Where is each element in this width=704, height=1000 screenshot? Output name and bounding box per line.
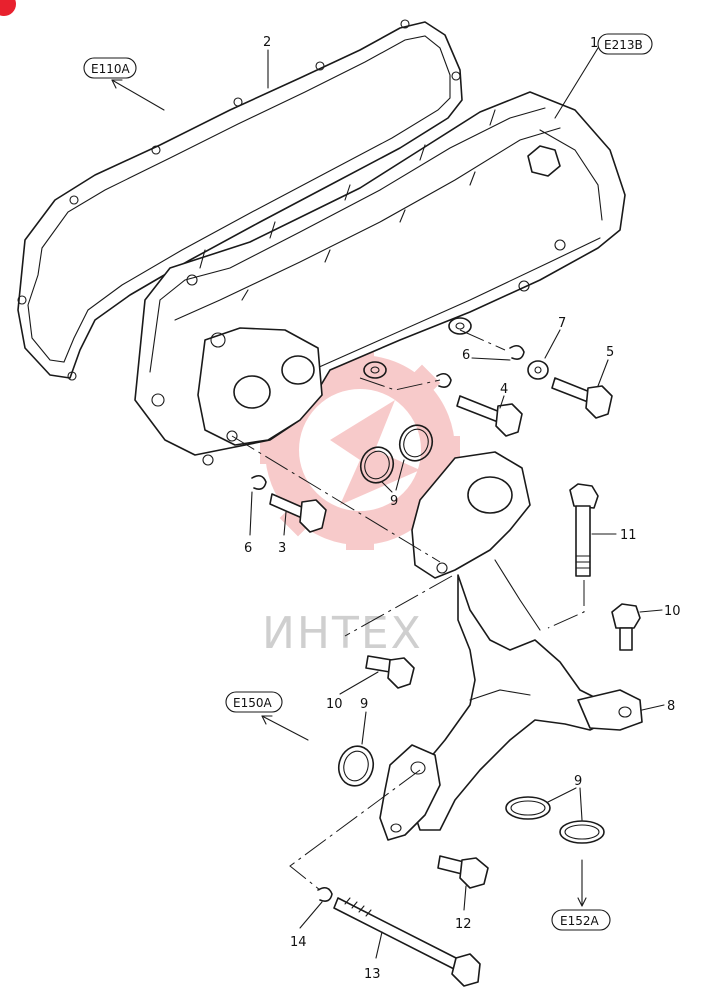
bolt-4 [456, 395, 523, 437]
leader-12 [463, 885, 467, 911]
leader-1 [554, 47, 599, 119]
callout-6b: 6 [244, 541, 252, 556]
gasket-ring-9e [559, 820, 605, 844]
leader-6a [471, 357, 511, 361]
reference-e110a-label: E110A [91, 62, 130, 76]
callout-10b: 10 [326, 697, 343, 712]
leader-8 [641, 704, 665, 711]
callout-14: 14 [290, 935, 307, 950]
leader-9b [361, 711, 367, 745]
callout-10a: 10 [664, 604, 681, 619]
leader-10a [639, 609, 663, 613]
callout-2: 2 [263, 35, 271, 50]
bolt-12 [437, 855, 489, 889]
callout-4: 4 [500, 382, 508, 397]
bolt-11 [569, 483, 599, 577]
watermark-gear-logo [260, 350, 460, 550]
leader-5 [597, 359, 609, 387]
centerline-plug-10 [344, 575, 453, 637]
callout-5: 5 [606, 345, 614, 360]
leader-4 [499, 395, 505, 409]
callout-6a: 6 [462, 348, 470, 363]
callout-8: 8 [667, 699, 675, 714]
reference-e152a-label: E152A [560, 914, 599, 928]
centerline-lower-flange [289, 769, 421, 891]
reference-e150a[interactable]: E150A [225, 691, 309, 741]
gasket-part-2 [17, 19, 463, 381]
lock-washer-6a [509, 344, 525, 360]
leader-13 [375, 931, 383, 959]
bolt-5 [551, 377, 613, 419]
plug-10-right [611, 603, 641, 651]
lock-washer-14 [317, 886, 333, 902]
lock-washer-6c [251, 474, 267, 490]
leader-7 [544, 329, 561, 359]
bolt-13 [333, 897, 481, 987]
reference-e152a[interactable]: E152A [551, 859, 611, 931]
plug-10-left [365, 655, 415, 689]
reference-e213b-label: E213B [604, 38, 643, 52]
reference-e110a[interactable]: E110A [83, 57, 165, 111]
centerline-bolt-5 [459, 329, 506, 351]
washer-upper-left [448, 317, 472, 335]
callout-9a: 9 [390, 494, 398, 509]
washer-mid [363, 361, 387, 379]
callout-9c: 9 [574, 774, 582, 789]
gasket-ring-9d [505, 796, 551, 820]
leader-6b [249, 491, 253, 536]
lock-washer-6b [436, 372, 452, 388]
leader-9c [547, 787, 583, 821]
leader-9a [381, 459, 405, 493]
reference-e213b[interactable]: E213B [597, 33, 653, 55]
callout-9b: 9 [360, 697, 368, 712]
gasket-ring-9c [337, 745, 375, 787]
leader-10b [339, 671, 379, 695]
leader-14 [299, 901, 323, 929]
bolt-3 [269, 493, 327, 533]
callout-12: 12 [455, 917, 472, 932]
watermark-text: ИНТЕХ [262, 608, 423, 659]
washer-7 [527, 360, 549, 380]
exhaust-pipe-part-8 [379, 451, 643, 841]
callout-11: 11 [620, 528, 637, 543]
centerline-bolt-4 [359, 377, 441, 391]
manifold-part-1 [134, 91, 626, 466]
gasket-ring-9b [398, 424, 434, 462]
corner-badge [0, 0, 16, 16]
gasket-ring-9a [359, 446, 395, 484]
leader-3 [283, 511, 287, 536]
reference-e150a-label: E150A [233, 696, 272, 710]
callout-7: 7 [558, 316, 566, 331]
callout-13: 13 [364, 967, 381, 982]
centerline-upper-flange [231, 435, 441, 563]
callout-3: 3 [278, 541, 286, 556]
callout-1: 1 [590, 36, 598, 51]
centerline-bolt-11 [547, 580, 585, 629]
